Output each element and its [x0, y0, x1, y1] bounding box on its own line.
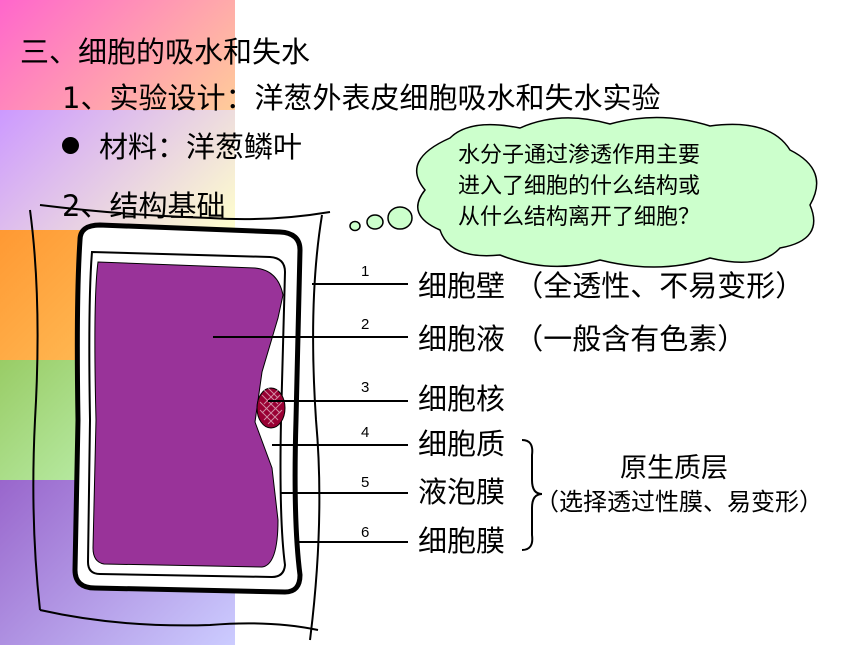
label-number-4: 4 — [361, 424, 370, 441]
bullet-icon — [62, 137, 79, 154]
protoplast-layer-note: （选择透过性膜、易变形） — [535, 488, 823, 516]
step-2-heading: 2、结构基础 — [62, 189, 226, 223]
label-cell-sap: 细胞液 （一般含有色素） — [418, 322, 747, 356]
label-cell-wall: 细胞壁 （全透性、不易变形） — [418, 269, 805, 303]
step-1-heading: 1、实验设计：洋葱外表皮细胞吸水和失水实验 — [62, 81, 661, 115]
label-number-5: 5 — [361, 474, 370, 491]
label-number-1: 1 — [361, 263, 370, 280]
protoplast-layer-title: 原生质层 — [620, 453, 728, 484]
material-line: 材料：洋葱鳞叶 — [62, 133, 302, 162]
thought-line-2: 进入了细胞的什么结构或 — [458, 174, 701, 199]
label-number-2: 2 — [361, 316, 370, 333]
label-number-6: 6 — [361, 524, 370, 541]
protoplast-brace — [521, 439, 543, 551]
thought-bubble — [349, 116, 818, 268]
material-text: 材料：洋葱鳞叶 — [99, 130, 303, 164]
label-cytoplasm: 细胞质 — [418, 427, 506, 461]
thought-line-1: 水分子通过渗透作用主要 — [458, 143, 701, 168]
label-tonoplast: 液泡膜 — [418, 475, 506, 509]
thought-text: 水分子通过渗透作用主要 进入了细胞的什么结构或 从什么结构离开了细胞？ — [458, 140, 778, 233]
thought-line-3: 从什么结构离开了细胞？ — [458, 205, 701, 230]
vacuole — [92, 261, 284, 568]
slide-title: 三、细胞的吸水和失水 — [20, 35, 311, 69]
label-nucleus: 细胞核 — [418, 382, 506, 416]
label-number-3: 3 — [361, 379, 370, 396]
label-cell-membrane: 细胞膜 — [418, 524, 506, 558]
nucleus — [256, 387, 286, 429]
